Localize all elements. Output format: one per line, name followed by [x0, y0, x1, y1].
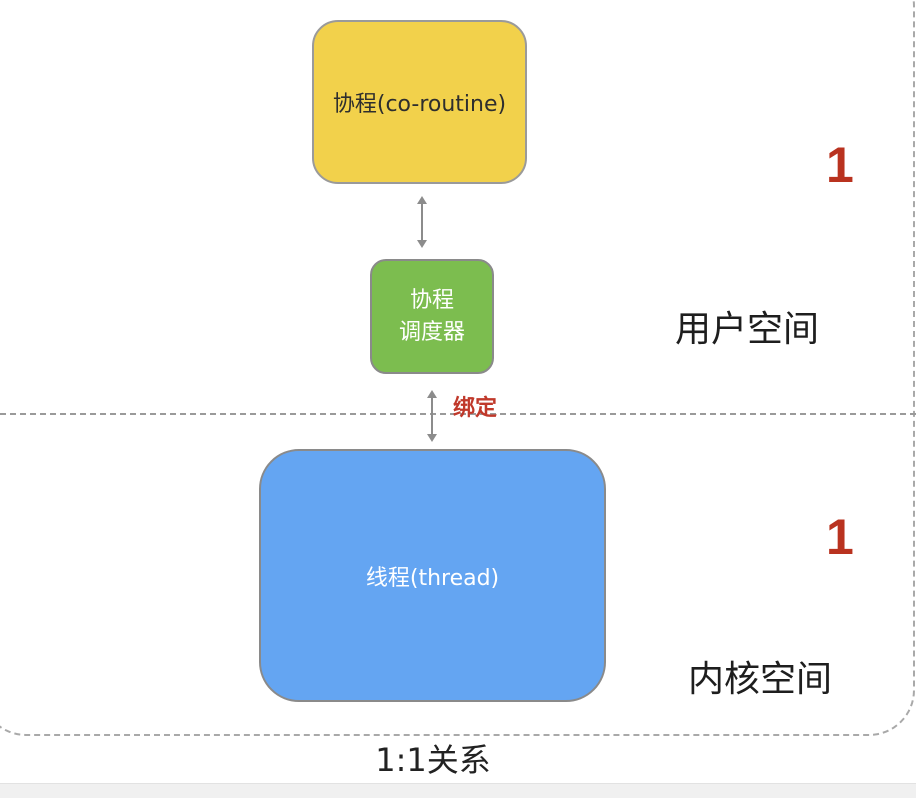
scheduler-box: 协程 调度器 [370, 259, 494, 374]
coroutine-label: 协程(co-routine) [332, 92, 507, 117]
scheduler-label-line1: 协程 [409, 287, 454, 313]
diagram-caption: 1:1关系 [375, 741, 491, 779]
bind-label: 绑定 [453, 396, 498, 421]
coroutine-box: 协程(co-routine) [312, 20, 527, 184]
outer-dashed-frame [0, 0, 915, 736]
kernel-ratio: 1 [826, 509, 854, 565]
scheduler-label-line2: 调度器 [398, 319, 465, 345]
scheduler-thread-arrow [427, 390, 437, 442]
user-kernel-divider [0, 413, 916, 415]
user-ratio: 1 [826, 137, 854, 193]
thread-label: 线程(thread) [365, 565, 500, 591]
kernel-space-label: 内核空间 [688, 659, 833, 700]
thread-box: 线程(thread) [259, 449, 606, 702]
bottom-strip [0, 783, 916, 798]
coroutine-scheduler-arrow [417, 196, 427, 248]
user-space-label: 用户空间 [675, 309, 820, 350]
